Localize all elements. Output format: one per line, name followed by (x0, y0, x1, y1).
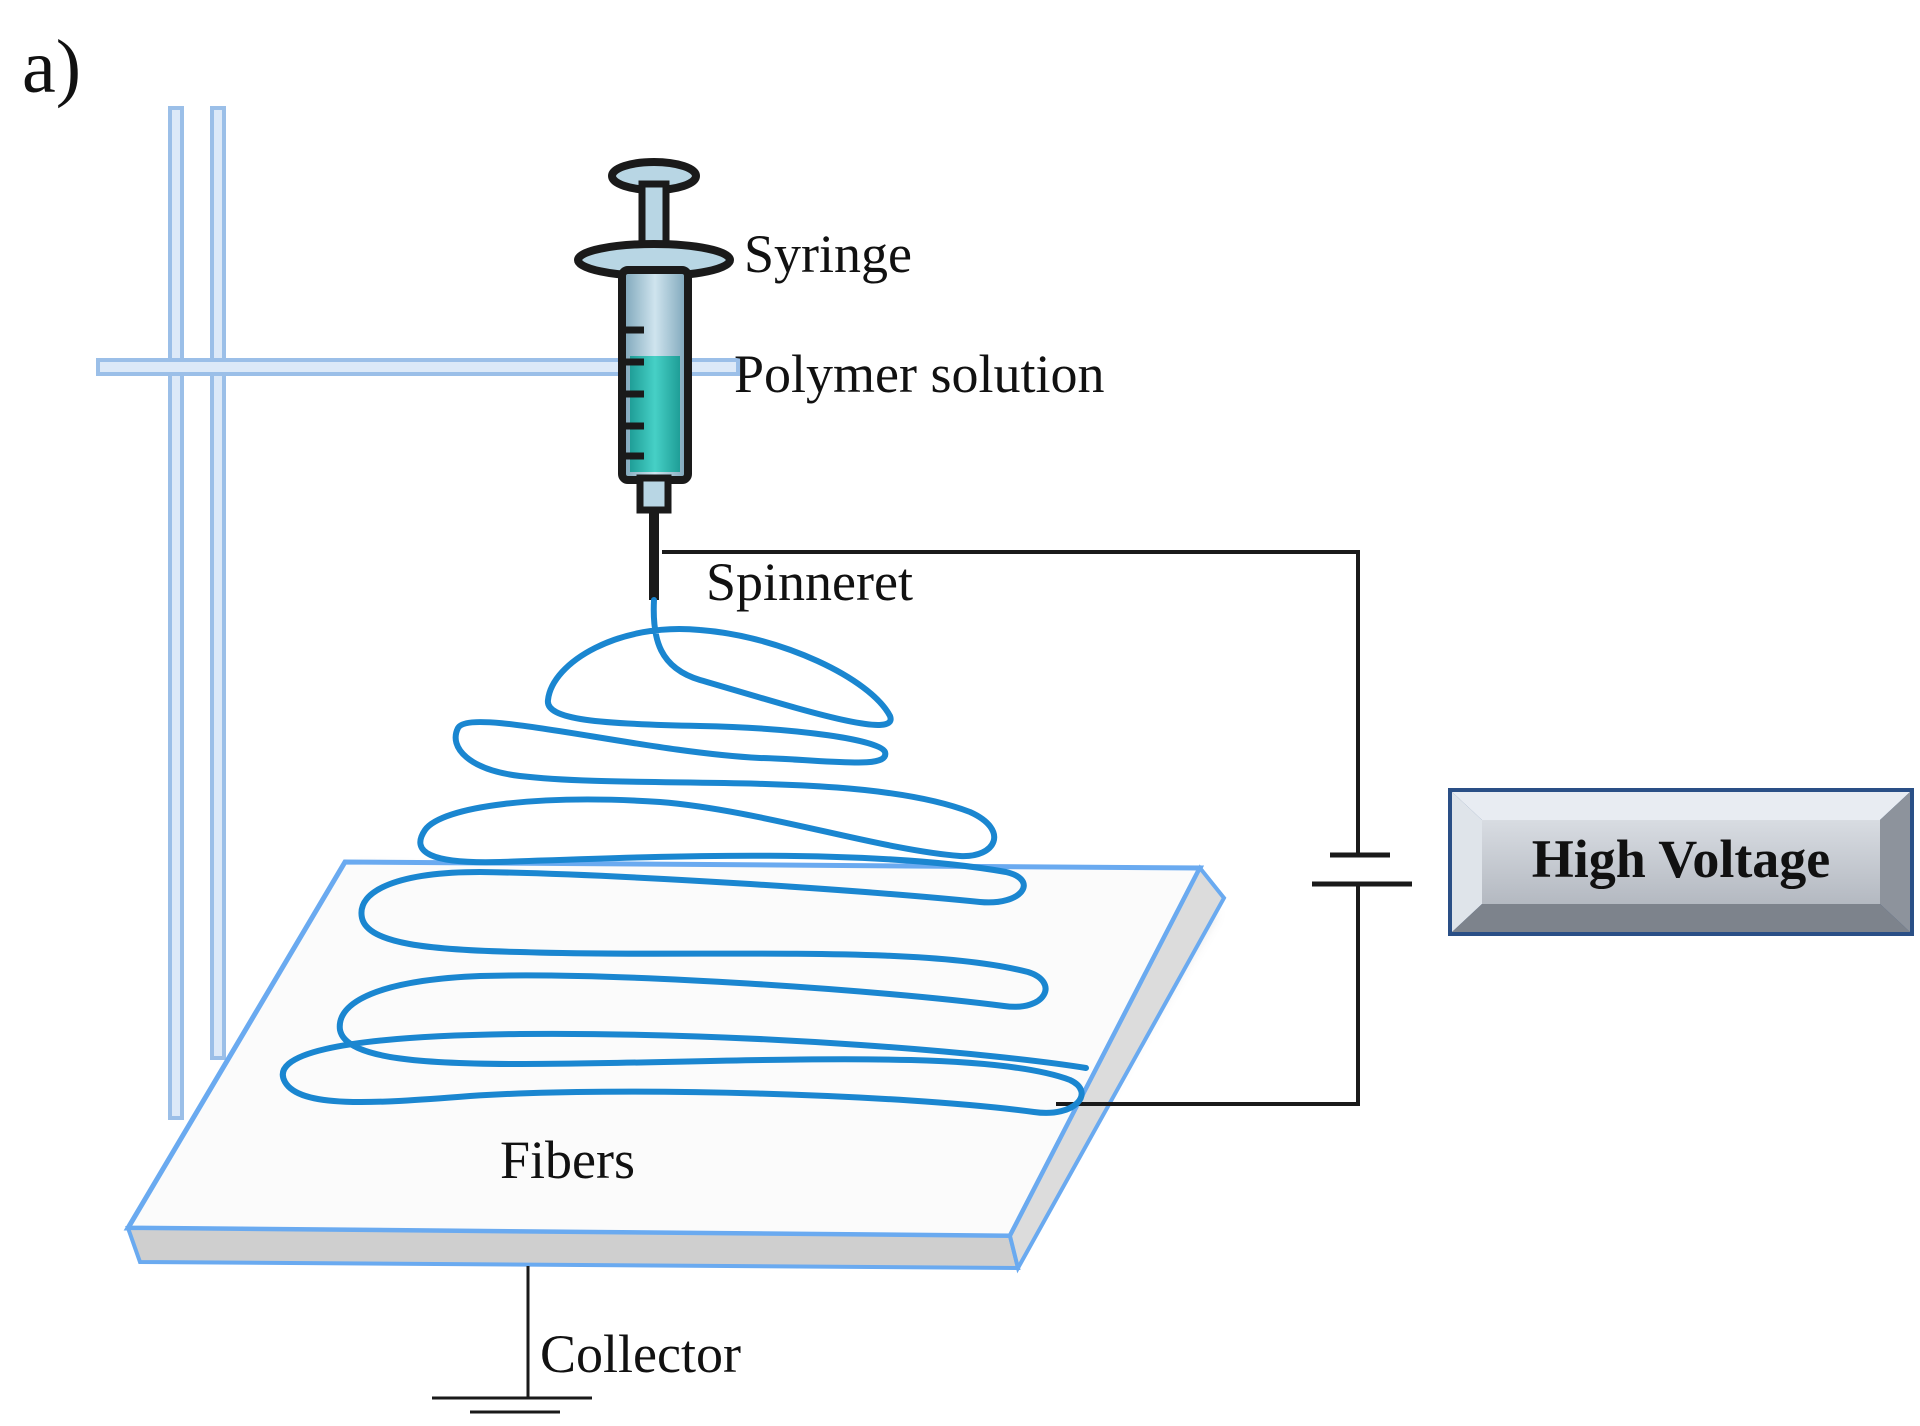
collector-right-edge (1007, 864, 1227, 1274)
syringe (574, 158, 734, 600)
syringe-label: Syringe (744, 224, 912, 284)
stand-rod-left (168, 106, 184, 1120)
spinneret-label: Spinneret (706, 552, 913, 612)
syringe-graduations (626, 326, 644, 460)
collector-label: Collector (540, 1324, 741, 1384)
fibers-label: Fibers (500, 1130, 635, 1190)
syringe-tip (636, 474, 672, 514)
stand (96, 106, 740, 1120)
ground-symbol (432, 1266, 592, 1414)
stand-rod-right (210, 106, 226, 1060)
circuit-wires (662, 550, 1360, 1106)
stand-clamp-arm (96, 358, 740, 376)
fiber-spiral (279, 597, 1089, 1116)
capacitor-symbol (1312, 852, 1412, 887)
collector-front-edge (125, 1225, 1021, 1271)
spinneret-needle (649, 510, 659, 600)
panel-label: a) (22, 25, 81, 109)
high-voltage-label: High Voltage (1532, 829, 1831, 889)
high-voltage-box: High Voltage (1448, 788, 1914, 936)
polymer-solution-label: Polymer solution (734, 344, 1105, 404)
collector-plate (123, 859, 1227, 1274)
